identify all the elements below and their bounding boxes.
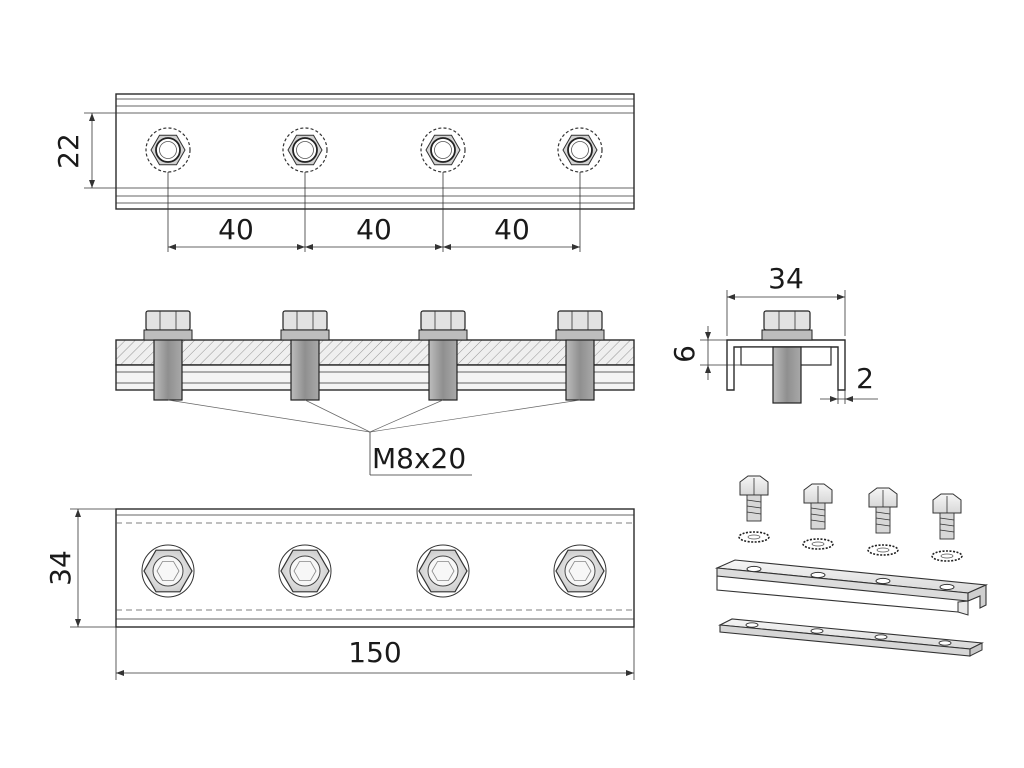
dimension-label: 34: [44, 550, 77, 586]
dimension-height-end: 6: [668, 326, 741, 380]
hex-bolt-icon: [418, 310, 468, 401]
dimension-pitch: 40 40 40: [167, 172, 581, 252]
hex-bolt-icon: [932, 493, 962, 540]
dimension-label: 150: [348, 636, 401, 669]
dimension-label: 40: [494, 213, 530, 246]
section-view: M8x20: [115, 310, 635, 476]
hex-nut-icon: [278, 544, 332, 598]
dimension-thickness-end: 2: [820, 362, 878, 404]
hex-bolt-icon: [143, 310, 193, 401]
top-nut-1: [145, 127, 191, 173]
bottom-view: 34 150: [44, 508, 635, 680]
top-nut-3: [420, 127, 466, 173]
lock-washer-icon: [802, 538, 834, 550]
hex-nut-icon: [416, 544, 470, 598]
bolt-size-label: M8x20: [372, 442, 466, 475]
lock-washer-icon: [931, 550, 963, 562]
top-nut-4: [557, 127, 603, 173]
dimension-label: 2: [856, 362, 874, 395]
dimension-width-end: 34: [726, 262, 846, 336]
hex-nut-icon: [553, 544, 607, 598]
dimension-label: 40: [218, 213, 254, 246]
dimension-label: 6: [668, 345, 701, 363]
backing-plate: [718, 618, 984, 657]
top-nut-2: [282, 127, 328, 173]
dimension-label: 34: [768, 262, 804, 295]
dimension-label: 22: [52, 133, 85, 169]
dimension-length-bottom: 150: [115, 627, 635, 680]
dimension-width-top: 22: [52, 112, 116, 189]
dimension-width-bottom: 34: [44, 508, 116, 628]
lock-washer-icon: [867, 544, 899, 556]
hex-bolt-icon: [555, 310, 605, 401]
top-view: 22 40 40 40: [52, 93, 635, 252]
lock-washer-icon: [738, 531, 770, 543]
hex-bolt-icon: [868, 487, 898, 534]
end-view: 34 6 2: [668, 262, 878, 404]
hex-bolt-icon: [280, 310, 330, 401]
channel-rail: [714, 559, 989, 616]
dimension-label: 40: [356, 213, 392, 246]
bolt-callout: M8x20: [167, 399, 581, 476]
hex-bolt-icon: [803, 483, 833, 530]
hex-bolt-icon: [739, 475, 769, 522]
hex-nut-icon: [141, 544, 195, 598]
hex-bolt-icon: [761, 310, 813, 404]
isometric-exploded-view: [714, 475, 989, 657]
